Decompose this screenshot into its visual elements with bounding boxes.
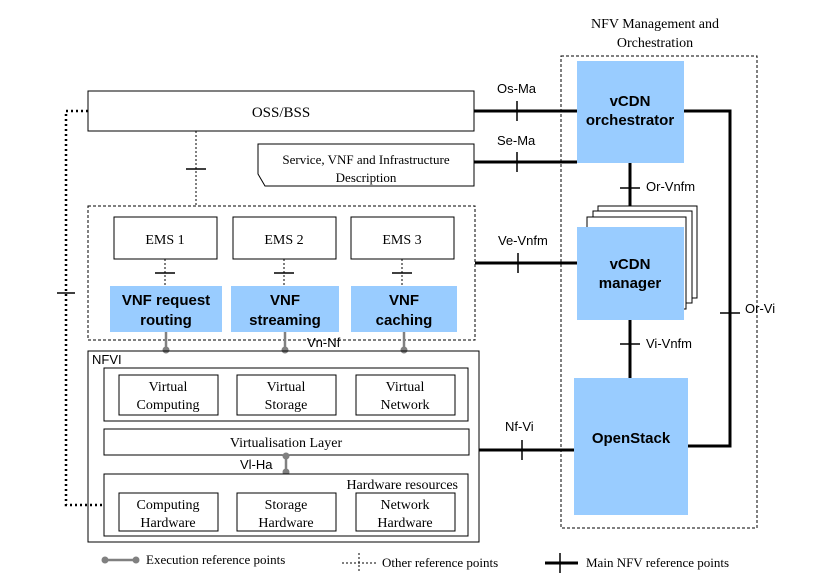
vcdn-orchestrator-box xyxy=(577,61,684,163)
vcdn-orchestrator-line2: orchestrator xyxy=(586,112,675,129)
vcdn-orchestrator-line1: vCDN xyxy=(610,93,651,110)
vi-ha-label: Vl-Ha xyxy=(240,457,273,472)
network-hardware-box xyxy=(355,492,456,532)
ems-3-label: EMS 3 xyxy=(382,233,421,248)
se-ma-label: Se-Ma xyxy=(497,133,536,148)
vi-ha-dot-top xyxy=(282,452,290,460)
storage-hardware-box xyxy=(236,492,337,532)
virtualisation-layer-label: Virtualisation Layer xyxy=(230,436,343,451)
vi-vnfm-label: Vi-Vnfm xyxy=(646,336,692,351)
virtual-storage-line1: Virtual xyxy=(267,380,306,395)
nfvi-container xyxy=(87,350,480,543)
ems-3-box xyxy=(350,216,455,260)
virtual-storage-box xyxy=(236,374,337,416)
or-vnfm-label: Or-Vnfm xyxy=(646,179,695,194)
network-hardware-line1: Network xyxy=(381,498,430,513)
vcdn-manager-line1: vCDN xyxy=(610,256,651,273)
vnf-caching-box xyxy=(351,286,457,332)
vnf-streaming-box xyxy=(231,286,339,332)
oss-hardware-dotted-link xyxy=(64,109,106,507)
computing-hardware-box xyxy=(118,492,219,532)
vnf-streaming-line2: streaming xyxy=(249,312,321,329)
nfv-mano-container xyxy=(560,55,758,529)
vn-nf-dot-3 xyxy=(400,346,408,354)
legend-execution-label: Execution reference points xyxy=(146,552,285,567)
virtual-computing-box xyxy=(118,374,219,416)
os-ma-label: Os-Ma xyxy=(497,81,537,96)
vnf-container xyxy=(87,205,476,341)
virtual-network-box xyxy=(355,374,456,416)
virtual-computing-line1: Virtual xyxy=(149,380,188,395)
service-description-line2: Description xyxy=(336,170,397,185)
openstack-label: OpenStack xyxy=(592,430,671,447)
vnf-streaming-line1: VNF xyxy=(270,292,300,309)
vnf-caching-line1: VNF xyxy=(389,292,419,309)
vcdn-manager-line2: manager xyxy=(599,275,662,292)
nf-vi-label: Nf-Vi xyxy=(505,419,534,434)
vcdn-manager-box xyxy=(577,227,684,320)
vn-nf-label: Vn-Nf xyxy=(307,335,341,350)
vn-nf-dot-2 xyxy=(281,346,289,354)
virtual-computing-line2: Computing xyxy=(136,398,199,413)
ems-1-box xyxy=(113,216,218,260)
or-vi-link xyxy=(684,109,732,448)
legend-other-label: Other reference points xyxy=(382,555,498,570)
virtual-storage-line2: Storage xyxy=(265,398,308,413)
oss-bss-label: OSS/BSS xyxy=(252,105,310,121)
storage-hardware-line2: Hardware xyxy=(258,516,313,531)
nfvi-label: NFVI xyxy=(92,352,122,367)
vnf-request-routing-line1: VNF request xyxy=(122,292,210,309)
legend: Execution reference points Other referen… xyxy=(101,552,729,573)
oss-bss-box xyxy=(87,90,475,132)
network-hardware-line2: Hardware xyxy=(377,516,432,531)
computing-hardware-line2: Hardware xyxy=(140,516,195,531)
service-description-line1: Service, VNF and Infrastructure xyxy=(282,152,449,167)
legend-execution-dot-right xyxy=(132,556,140,564)
nfv-mano-title-line2: Orchestration xyxy=(617,36,693,51)
ems-1-label: EMS 1 xyxy=(145,233,184,248)
ems-2-box xyxy=(232,216,337,260)
or-vi-label: Or-Vi xyxy=(745,301,775,316)
virtual-network-line1: Virtual xyxy=(386,380,425,395)
legend-execution-dot-left xyxy=(101,556,109,564)
storage-hardware-line1: Storage xyxy=(265,498,308,513)
legend-main-label: Main NFV reference points xyxy=(586,555,729,570)
ve-vnfm-label: Ve-Vnfm xyxy=(498,233,548,248)
vn-nf-dot-1 xyxy=(162,346,170,354)
vnf-request-routing-box xyxy=(110,286,222,332)
service-description-box xyxy=(257,143,475,187)
nfv-mano-title-line1: NFV Management and xyxy=(591,17,719,32)
hardware-resources-title: Hardware resources xyxy=(346,478,458,493)
vnf-request-routing-line2: routing xyxy=(140,312,192,329)
computing-hardware-line1: Computing xyxy=(136,498,199,513)
vnf-caching-line2: caching xyxy=(376,312,433,329)
virtual-network-line2: Network xyxy=(381,398,430,413)
ems-2-label: EMS 2 xyxy=(264,233,303,248)
openstack-box xyxy=(574,378,688,515)
